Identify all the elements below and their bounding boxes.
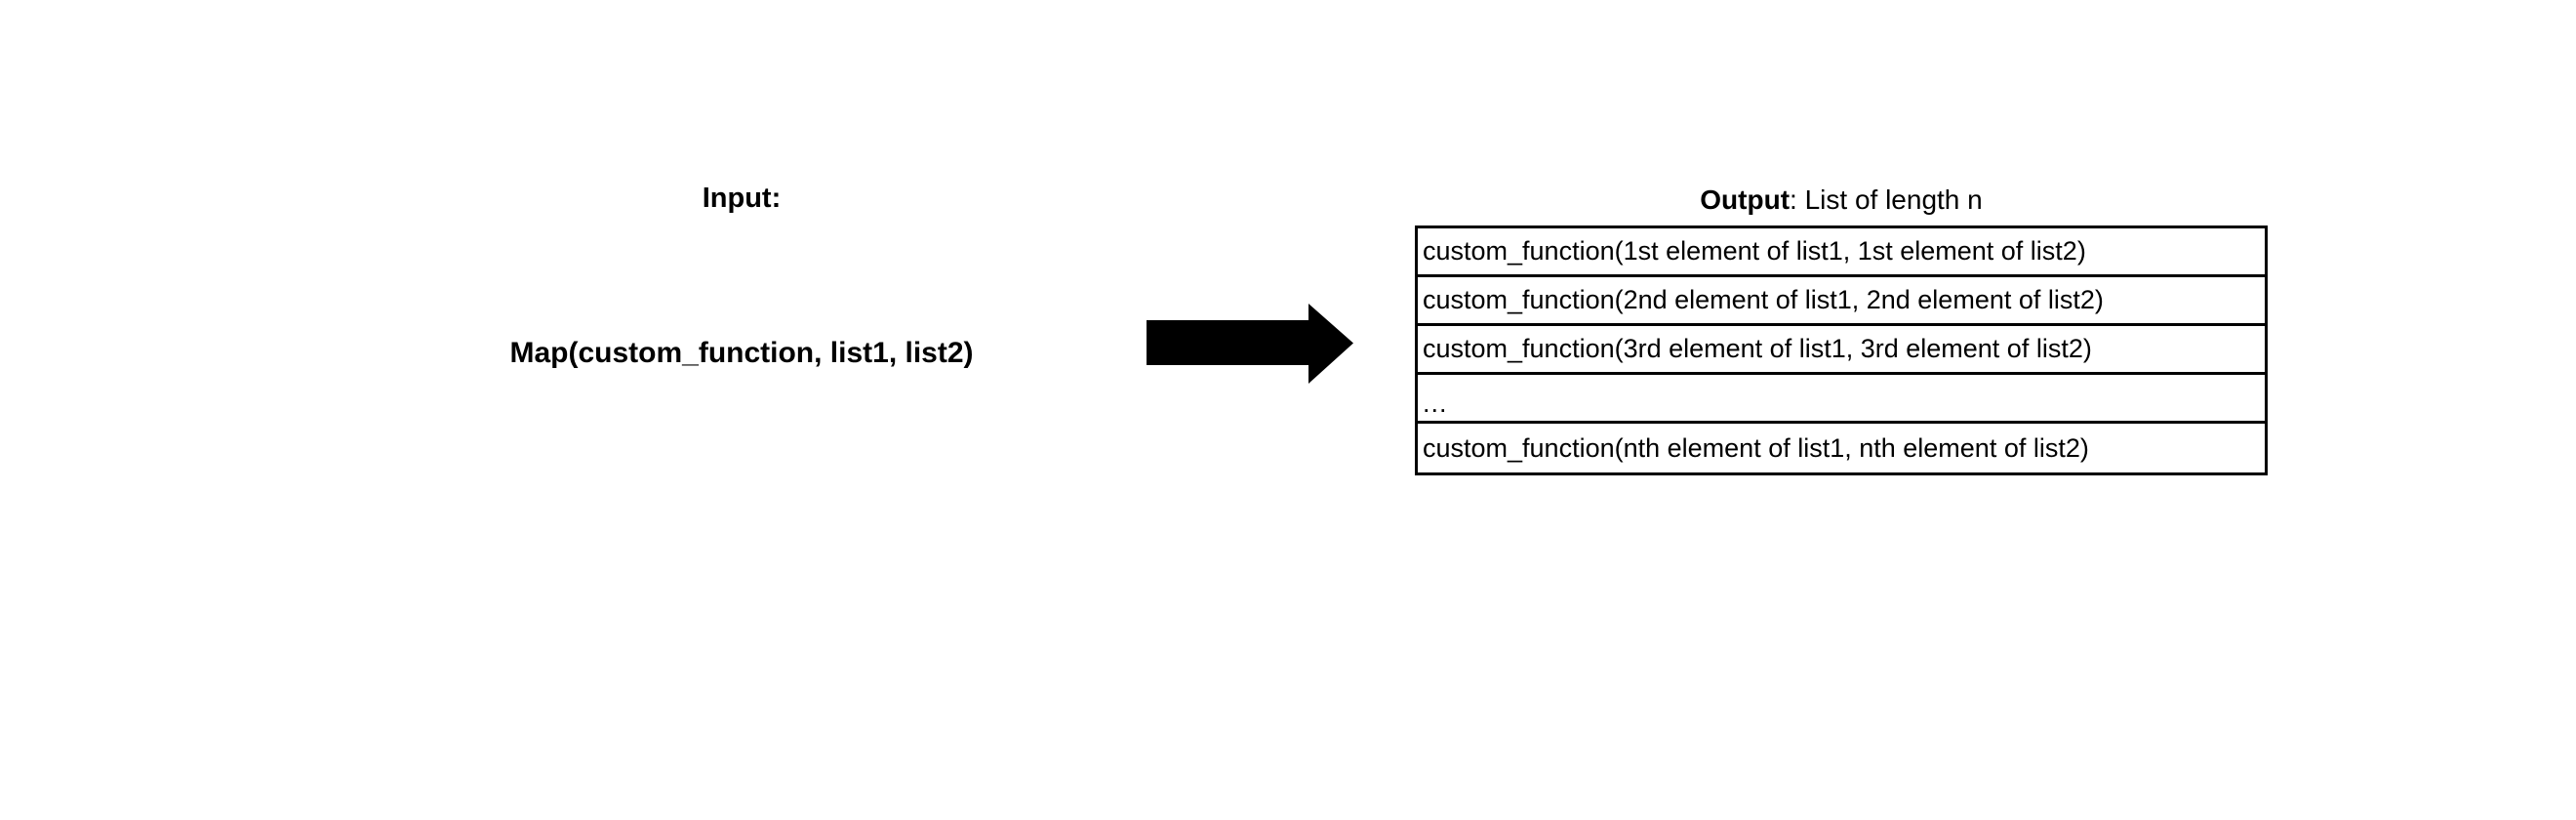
input-expression: Map(custom_function, list1, list2) [509, 337, 974, 369]
output-header-rest: : List of length n [1790, 184, 1983, 215]
output-list-row: custom_function(1st element of list1, 1s… [1418, 228, 2265, 277]
right-arrow-icon [1147, 301, 1353, 387]
output-list-row: custom_function(nth element of list1, nt… [1423, 432, 2089, 463]
output-header: Output: List of length n [1415, 184, 2268, 216]
output-list-row: custom_function(3rd element of list1, 3r… [1418, 326, 2265, 375]
output-list-row-ellipsis: ... [1418, 375, 2265, 424]
input-label: Input: [702, 183, 782, 214]
output-header-strong: Output [1700, 184, 1791, 215]
output-list-row: custom_function(2nd element of list1, 2n… [1418, 277, 2265, 326]
output-list-table: custom_function(1st element of list1, 1s… [1415, 226, 2268, 475]
